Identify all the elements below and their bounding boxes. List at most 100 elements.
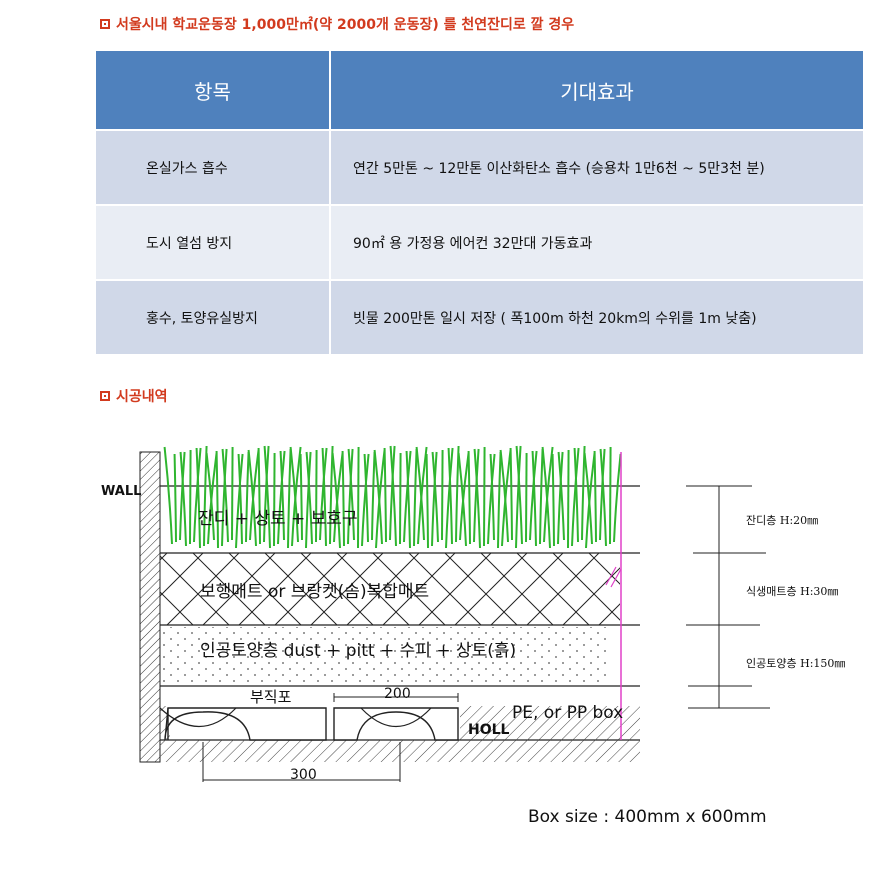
grass-blade: [245, 451, 250, 543]
grass-blade: [291, 446, 302, 547]
grass-blade: [557, 451, 564, 545]
grass-blade: [347, 448, 354, 545]
grass-blade: [425, 453, 429, 549]
grass-blade: [299, 453, 303, 541]
effects-table: 항목 기대효과 온실가스 흡수 연간 5만톤 ~ 12만톤 이산화탄소 흡수 (…: [96, 51, 863, 356]
grass-blade: [473, 448, 480, 543]
row-item: 홍수, 토양유실방지: [96, 280, 331, 356]
grass-blade: [247, 449, 257, 547]
holl-label: HOLL: [468, 722, 510, 738]
grass-blade: [277, 450, 286, 545]
height-scale: [686, 485, 770, 709]
grass-blade: [399, 452, 402, 545]
row-item: 온실가스 흡수: [96, 130, 331, 206]
grass-blade: [319, 447, 328, 541]
drainage-boxes: [164, 707, 459, 741]
dimension-300: 300: [290, 767, 317, 783]
grass-blade: [525, 452, 528, 543]
grass-blade: [585, 452, 596, 549]
grass-blade: [235, 453, 244, 549]
section-heading-construction: 시공내역: [100, 386, 168, 406]
header-effect: 기대효과: [330, 51, 863, 131]
grass-blade: [403, 450, 412, 543]
box-size-label: Box size : 400mm x 600mm: [528, 807, 767, 827]
table-row: 도시 열섬 방지 90㎡ 용 가정용 에어컨 32만대 가동효과: [96, 205, 863, 281]
grass-blade: [581, 445, 586, 541]
grass-blade: [529, 450, 538, 541]
row-effect: 연간 5만톤 ~ 12만톤 이산화탄소 흡수 (승용차 1만6천 ~ 5만3천 …: [330, 130, 863, 206]
grass-blade: [389, 445, 397, 547]
grass-blade: [231, 446, 234, 541]
grass-blade: [501, 449, 512, 547]
grass-blade: [163, 446, 173, 545]
table-row: 온실가스 흡수 연간 5만톤 ~ 12만톤 이산화탄소 흡수 (승용차 1만6천…: [96, 130, 863, 206]
grass-blade: [405, 450, 411, 549]
grass-blade: [431, 451, 438, 547]
grass-blade: [193, 447, 202, 543]
layer-mat-label: 보행매트 or 브랑켓(솜)복합매트: [200, 582, 429, 602]
grass-blade: [189, 449, 192, 545]
height-soil: 인공토양층 H:150㎜: [746, 657, 845, 670]
grass-blade: [541, 446, 551, 549]
grass-blade: [373, 449, 383, 545]
grass-blade: [593, 450, 597, 543]
grass-blades: [163, 445, 622, 549]
header-item: 항목: [96, 51, 331, 131]
grass-blade: [273, 452, 276, 547]
row-effect: 90㎡ 용 가정용 에어컨 32만대 가동효과: [330, 205, 863, 281]
grass-blade: [173, 453, 177, 543]
grass-blade: [497, 451, 502, 549]
row-item: 도시 열섬 방지: [96, 205, 331, 281]
grass-blade: [599, 448, 606, 541]
grass-blade: [515, 445, 523, 545]
grass-blade: [195, 447, 201, 549]
mat-layer-hatch: [160, 553, 620, 625]
wall-label: WALL: [101, 484, 141, 499]
grass-blade: [375, 449, 386, 549]
table-row: 홍수, 토양유실방지 빗물 200만톤 일시 저장 ( 폭100m 하천 20k…: [96, 280, 863, 356]
square-bullet-icon: [100, 19, 110, 29]
grass-blade: [179, 451, 187, 547]
section-heading-effects: 서울시내 학교운동장 1,000만㎡(약 2000개 운동장) 를 천연잔디로 …: [100, 14, 574, 34]
grass-blade: [315, 449, 318, 543]
table-header-row: 항목 기대효과: [96, 51, 863, 131]
grass-blade: [331, 452, 341, 549]
grass-blade: [305, 451, 313, 545]
height-mat: 식생매트층 H:30㎜: [746, 585, 838, 598]
grass-blade: [509, 447, 513, 541]
grass-blade: [431, 451, 439, 543]
section-title: 서울시내 학교운동장 1,000만㎡(약 2000개 운동장) 를 천연잔디로 …: [116, 17, 575, 33]
grass-blade: [599, 448, 607, 547]
grass-blade: [221, 448, 229, 543]
grass-blade: [279, 450, 285, 541]
grass-blade: [515, 445, 522, 549]
grass-blade: [415, 446, 425, 541]
grass-blade: [413, 448, 418, 547]
grass-blade: [467, 450, 471, 545]
grass-blade: [341, 450, 345, 547]
grass-blade: [417, 446, 428, 545]
grass-blade: [613, 453, 622, 543]
grass-blade: [473, 448, 481, 549]
grass-blade: [207, 452, 218, 545]
grass-blade: [257, 447, 261, 545]
row-effect: 빗물 200만톤 일시 저장 ( 폭100m 하천 20km의 수위를 1m 낮…: [330, 280, 863, 356]
soil-layer-dots: [160, 627, 610, 685]
layer-turf-label: 잔디 + 상토 + 보호구: [198, 509, 358, 529]
square-bullet-icon: [100, 391, 110, 401]
grass-blade: [361, 453, 370, 547]
grass-blade: [179, 451, 186, 541]
grass-blade: [447, 447, 453, 545]
grass-blade: [389, 445, 396, 541]
grass-blade: [221, 448, 228, 547]
grass-blade: [383, 447, 387, 543]
grass-blade: [487, 453, 496, 545]
grass-blade: [573, 447, 579, 543]
grass-blade: [583, 452, 593, 545]
grass-blade: [237, 453, 243, 545]
grass-blade: [483, 446, 486, 547]
grass-blade: [457, 452, 467, 547]
grass-blade: [321, 447, 327, 547]
grass-blade: [371, 451, 376, 541]
